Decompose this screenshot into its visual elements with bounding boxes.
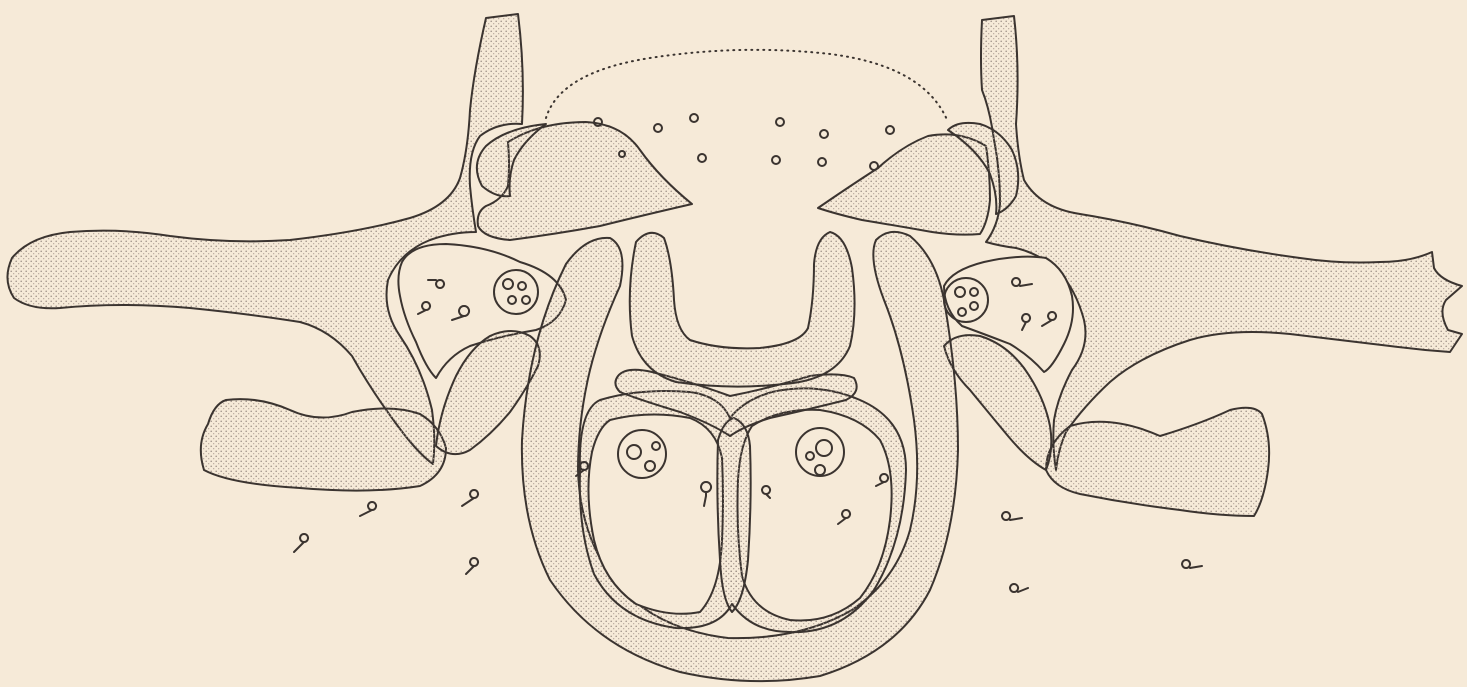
- drawing-canvas: [0, 0, 1467, 687]
- figure-container: [0, 0, 1467, 687]
